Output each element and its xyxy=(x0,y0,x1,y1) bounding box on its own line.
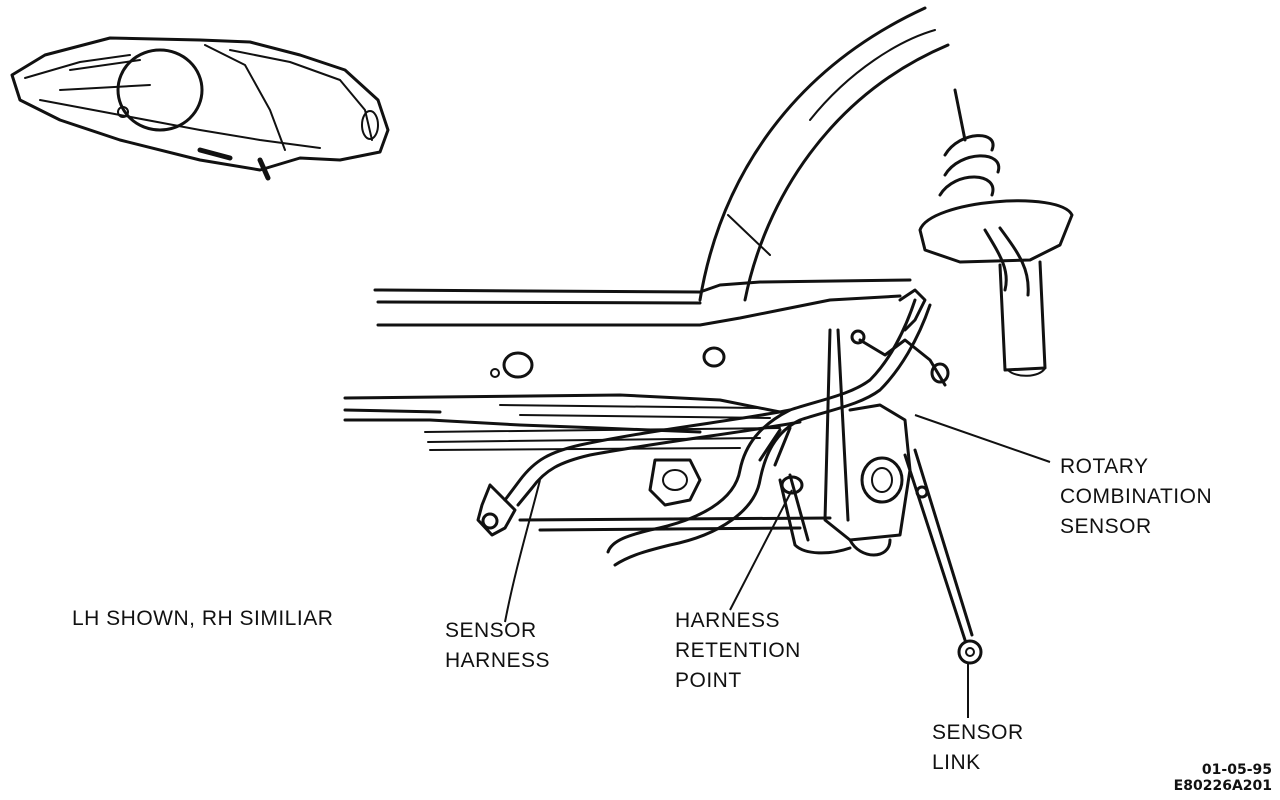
strut-assembly xyxy=(918,88,1074,377)
fender-arch xyxy=(698,6,950,302)
callout-rotary-combination-sensor: ROTARY COMBINATION SENSOR xyxy=(1060,452,1212,542)
callout-line: SENSOR xyxy=(932,721,1024,744)
body-rail xyxy=(343,278,912,532)
callout-line: POINT xyxy=(675,669,742,692)
leader-lines xyxy=(504,414,1051,718)
sensor-harness xyxy=(476,298,932,567)
vehicle-locator-icon xyxy=(10,36,390,181)
callout-line: SENSOR xyxy=(1060,515,1152,538)
callout-sensor-link: SENSOR LINK xyxy=(932,718,1024,778)
sensor-link xyxy=(903,448,983,665)
figure-date: 01-05-95 xyxy=(1201,762,1272,778)
callout-harness-retention-point: HARNESS RETENTION POINT xyxy=(675,606,801,696)
callout-line: ROTARY xyxy=(1060,455,1149,478)
callout-sensor-harness: SENSOR HARNESS xyxy=(445,616,550,676)
harness-retention-point xyxy=(780,475,804,495)
callout-line: SENSOR xyxy=(445,619,537,642)
callout-line: RETENTION xyxy=(675,639,801,662)
callout-line: HARNESS xyxy=(445,649,551,672)
figure-id: E80226A201 xyxy=(1173,778,1272,794)
callout-line: LINK xyxy=(932,751,981,774)
callout-line: COMBINATION xyxy=(1060,485,1213,508)
figure-code: 01-05-95 E80226A201 xyxy=(1174,762,1272,794)
callout-line: HARNESS xyxy=(675,609,781,632)
note-lh-shown: LH SHOWN, RH SIMILIAR xyxy=(72,607,334,630)
rotary-combination-sensor xyxy=(823,288,950,557)
